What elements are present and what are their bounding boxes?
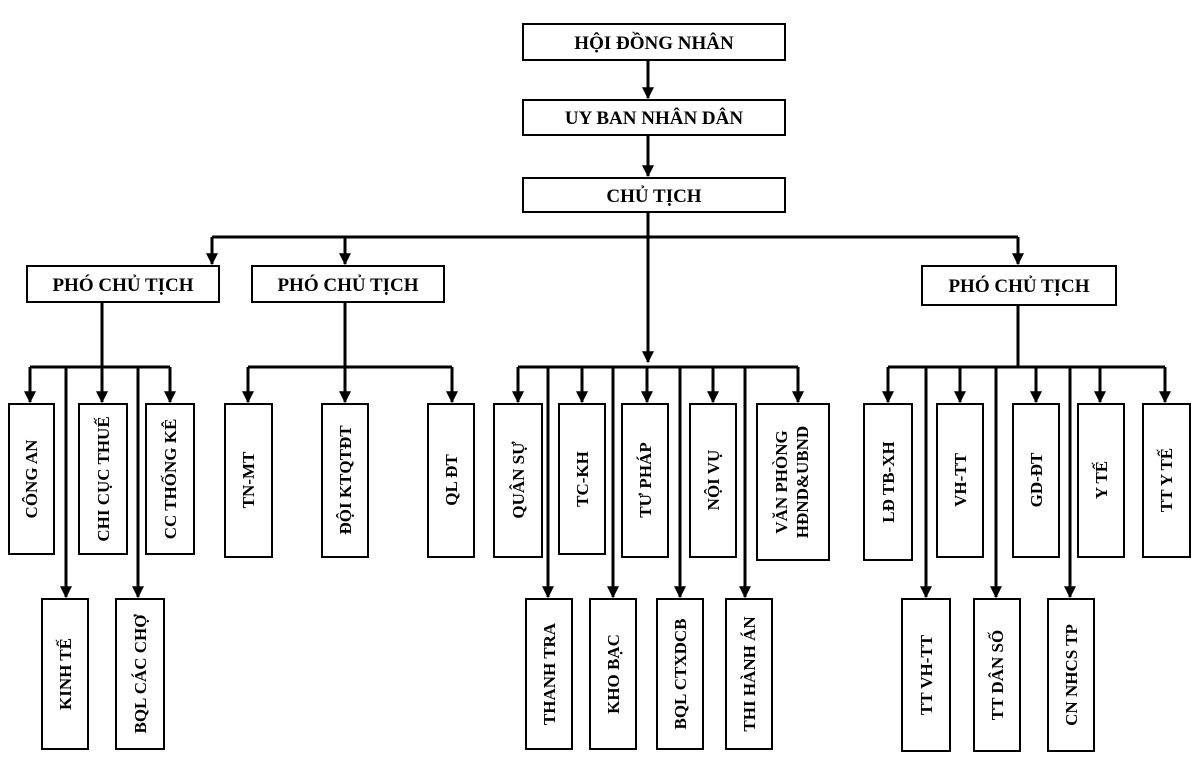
node-thanh-tra-label: THANH TRA [540,622,559,725]
node-y-te: Y TẾ [1077,403,1125,558]
node-cc-thong-ke-label: CC THỐNG KÊ [160,419,180,540]
node-thanh-tra: THANH TRA [525,598,573,750]
node-tn-mt-label: TN-MT [239,451,258,508]
node-vice-1: PHÓ CHỦ TỊCH [26,265,220,303]
node-cc-thong-ke: CC THỐNG KÊ [145,403,195,555]
node-tu-phap-label: TƯ PHÁP [636,442,655,517]
node-committee: UY BAN NHÂN DÂN [522,99,786,136]
node-bql-cac-cho-label: BQL CÁC CHỢ [131,614,150,734]
node-cn-nhcs-tp-label: CN NHCS TP [1062,624,1081,726]
node-bql-cac-cho: BQL CÁC CHỢ [115,598,165,750]
node-tc-kh: TC-KH [558,403,606,555]
node-thi-hanh-an-label: THI HÀNH ÁN [740,616,759,732]
node-ld-tb-xh: LĐ TB-XH [863,403,913,561]
node-doi-ktqtdt: ĐỘI KTQTĐT [321,403,369,558]
node-tn-mt: TN-MT [224,403,273,558]
node-council-label: HỘI ĐỒNG NHÂN [574,32,734,54]
node-gd-dt-label: GD-ĐT [1027,452,1046,507]
node-vh-tt: VH-TT [936,403,984,558]
node-tt-y-te-label: TT Y TẾ [1157,448,1176,512]
node-van-phong-label-2: HĐND&UBND [793,426,812,538]
connectors [24,60,1171,599]
node-tt-dan-so-label: TT DÂN SỐ [987,630,1007,720]
node-tc-kh-label: TC-KH [573,451,592,507]
node-kinh-te-label: KINH TẾ [56,638,75,710]
node-vice-3: PHÓ CHỦ TỊCH [921,265,1117,306]
node-vh-tt-label: VH-TT [951,452,970,507]
node-tt-vh-tt-label: TT VH-TT [917,634,936,715]
node-quan-su-label: QUÂN SỰ [509,441,528,519]
node-tu-phap: TƯ PHÁP [621,403,669,558]
node-tt-vh-tt: TT VH-TT [901,598,951,752]
node-vice-3-label: PHÓ CHỦ TỊCH [948,275,1089,297]
node-committee-label: UY BAN NHÂN DÂN [565,107,743,129]
node-doi-ktqtdt-label: ĐỘI KTQTĐT [336,425,355,535]
node-chi-cuc-thue: CHI CỤC THUẾ [78,403,128,555]
node-noi-vu-label: NỘI VỤ [704,450,723,511]
node-chairman: CHỦ TỊCH [522,177,786,213]
node-bql-ctxdcb-label: BQL CTXDCB [671,619,690,730]
node-cong-an: CÔNG AN [8,403,55,555]
node-ql-dt: QL ĐT [427,403,475,558]
node-kho-bac: KHO BẠC [589,598,637,750]
node-chairman-label: CHỦ TỊCH [606,185,701,207]
node-vice-1-label: PHÓ CHỦ TỊCH [52,274,193,296]
node-y-te-label: Y TẾ [1092,461,1111,499]
node-cn-nhcs-tp: CN NHCS TP [1047,598,1095,752]
node-noi-vu: NỘI VỤ [689,403,737,558]
node-tt-y-te: TT Y TẾ [1142,403,1191,558]
node-thi-hanh-an: THI HÀNH ÁN [725,598,773,750]
node-chi-cuc-thue-label: CHI CỤC THUẾ [94,416,113,541]
node-vice-2-label: PHÓ CHỦ TỊCH [277,274,418,296]
node-van-phong-label-1: VĂN PHÒNG [772,430,791,533]
node-van-phong: VĂN PHÒNG HĐND&UBND [756,403,830,561]
node-quan-su: QUÂN SỰ [493,403,543,558]
node-kho-bac-label: KHO BẠC [604,634,623,714]
node-council: HỘI ĐỒNG NHÂN [522,23,786,61]
node-tt-dan-so: TT DÂN SỐ [973,598,1021,752]
node-bql-ctxdcb: BQL CTXDCB [656,598,704,750]
node-ld-tb-xh-label: LĐ TB-XH [879,441,898,522]
node-vice-2: PHÓ CHỦ TỊCH [251,265,445,303]
node-gd-dt: GD-ĐT [1012,403,1060,558]
node-ql-dt-label: QL ĐT [442,454,461,506]
node-cong-an-label: CÔNG AN [22,439,41,519]
node-kinh-te: KINH TẾ [41,598,89,750]
